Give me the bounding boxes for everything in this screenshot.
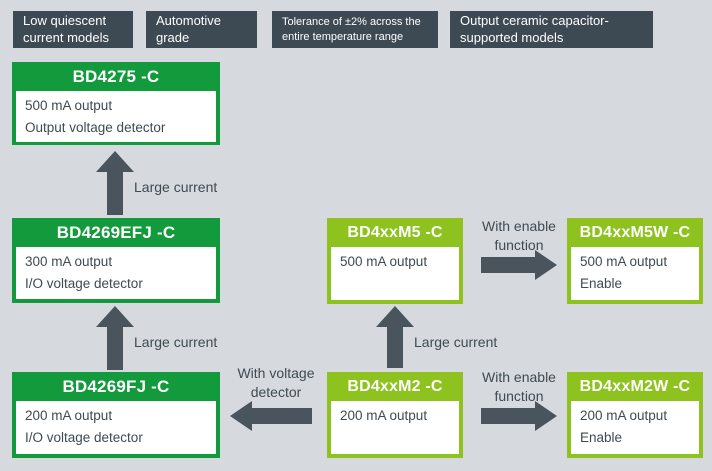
product-box-bd4275: BD4275 -C 500 mA output Output voltage d… bbox=[12, 62, 220, 145]
arrow-right-icon bbox=[481, 401, 557, 431]
product-title: BD4xxM2W -C bbox=[579, 377, 691, 395]
arrow-left-icon bbox=[230, 401, 312, 431]
tag-ceramic-capacitor: Output ceramic capacitor- supported mode… bbox=[450, 11, 653, 48]
product-title: BD4xxM5 -C bbox=[347, 223, 443, 241]
arrow-label-large-current: Large current bbox=[414, 334, 498, 350]
product-features: 200 mA output I/O voltage detector bbox=[16, 401, 216, 454]
product-features: 200 mA output Enable bbox=[571, 401, 699, 454]
product-features: 500 mA output bbox=[331, 247, 459, 300]
product-title: BD4xxM5W -C bbox=[579, 223, 691, 241]
arrow-right-icon bbox=[481, 250, 557, 280]
arrow-up-icon bbox=[96, 151, 134, 215]
product-features: 200 mA output bbox=[331, 401, 459, 454]
product-title: BD4269EFJ -C bbox=[56, 222, 176, 242]
product-box-bd4xxm5: BD4xxM5 -C 500 mA output bbox=[327, 218, 463, 304]
product-title: BD4xxM2 -C bbox=[347, 377, 443, 395]
product-box-bd4xxm2: BD4xxM2 -C 200 mA output bbox=[327, 372, 463, 458]
product-title: BD4269FJ -C bbox=[62, 376, 170, 396]
product-box-bd4269efj: BD4269EFJ -C 300 mA output I/O voltage d… bbox=[12, 218, 220, 303]
arrow-up-icon bbox=[96, 306, 134, 370]
product-features: 500 mA output Output voltage detector bbox=[16, 91, 216, 143]
arrow-label-large-current: Large current bbox=[134, 334, 218, 350]
arrow-up-icon bbox=[376, 306, 414, 368]
tag-automotive-grade: Automotive grade bbox=[146, 11, 257, 48]
product-box-bd4xxm2w: BD4xxM2W -C 200 mA output Enable bbox=[567, 372, 703, 458]
product-features: 300 mA output I/O voltage detector bbox=[16, 247, 216, 299]
product-title: BD4275 -C bbox=[72, 66, 160, 86]
tag-low-quiescent-current: Low quiescent current models bbox=[13, 11, 133, 48]
product-box-bd4xxm5w: BD4xxM5W -C 500 mA output Enable bbox=[567, 218, 703, 304]
product-features: 500 mA output Enable bbox=[571, 247, 699, 300]
tag-tolerance: Tolerance of ±2% across the entire tempe… bbox=[272, 11, 438, 48]
arrow-label-with-voltage-detector: With voltage detector bbox=[237, 365, 315, 400]
arrow-label-large-current: Large current bbox=[134, 179, 218, 195]
arrow-label-with-enable-function: With enable function bbox=[482, 369, 556, 404]
product-box-bd4269fj: BD4269FJ -C 200 mA output I/O voltage de… bbox=[12, 372, 220, 458]
arrow-label-with-enable-function: With enable function bbox=[482, 218, 556, 253]
